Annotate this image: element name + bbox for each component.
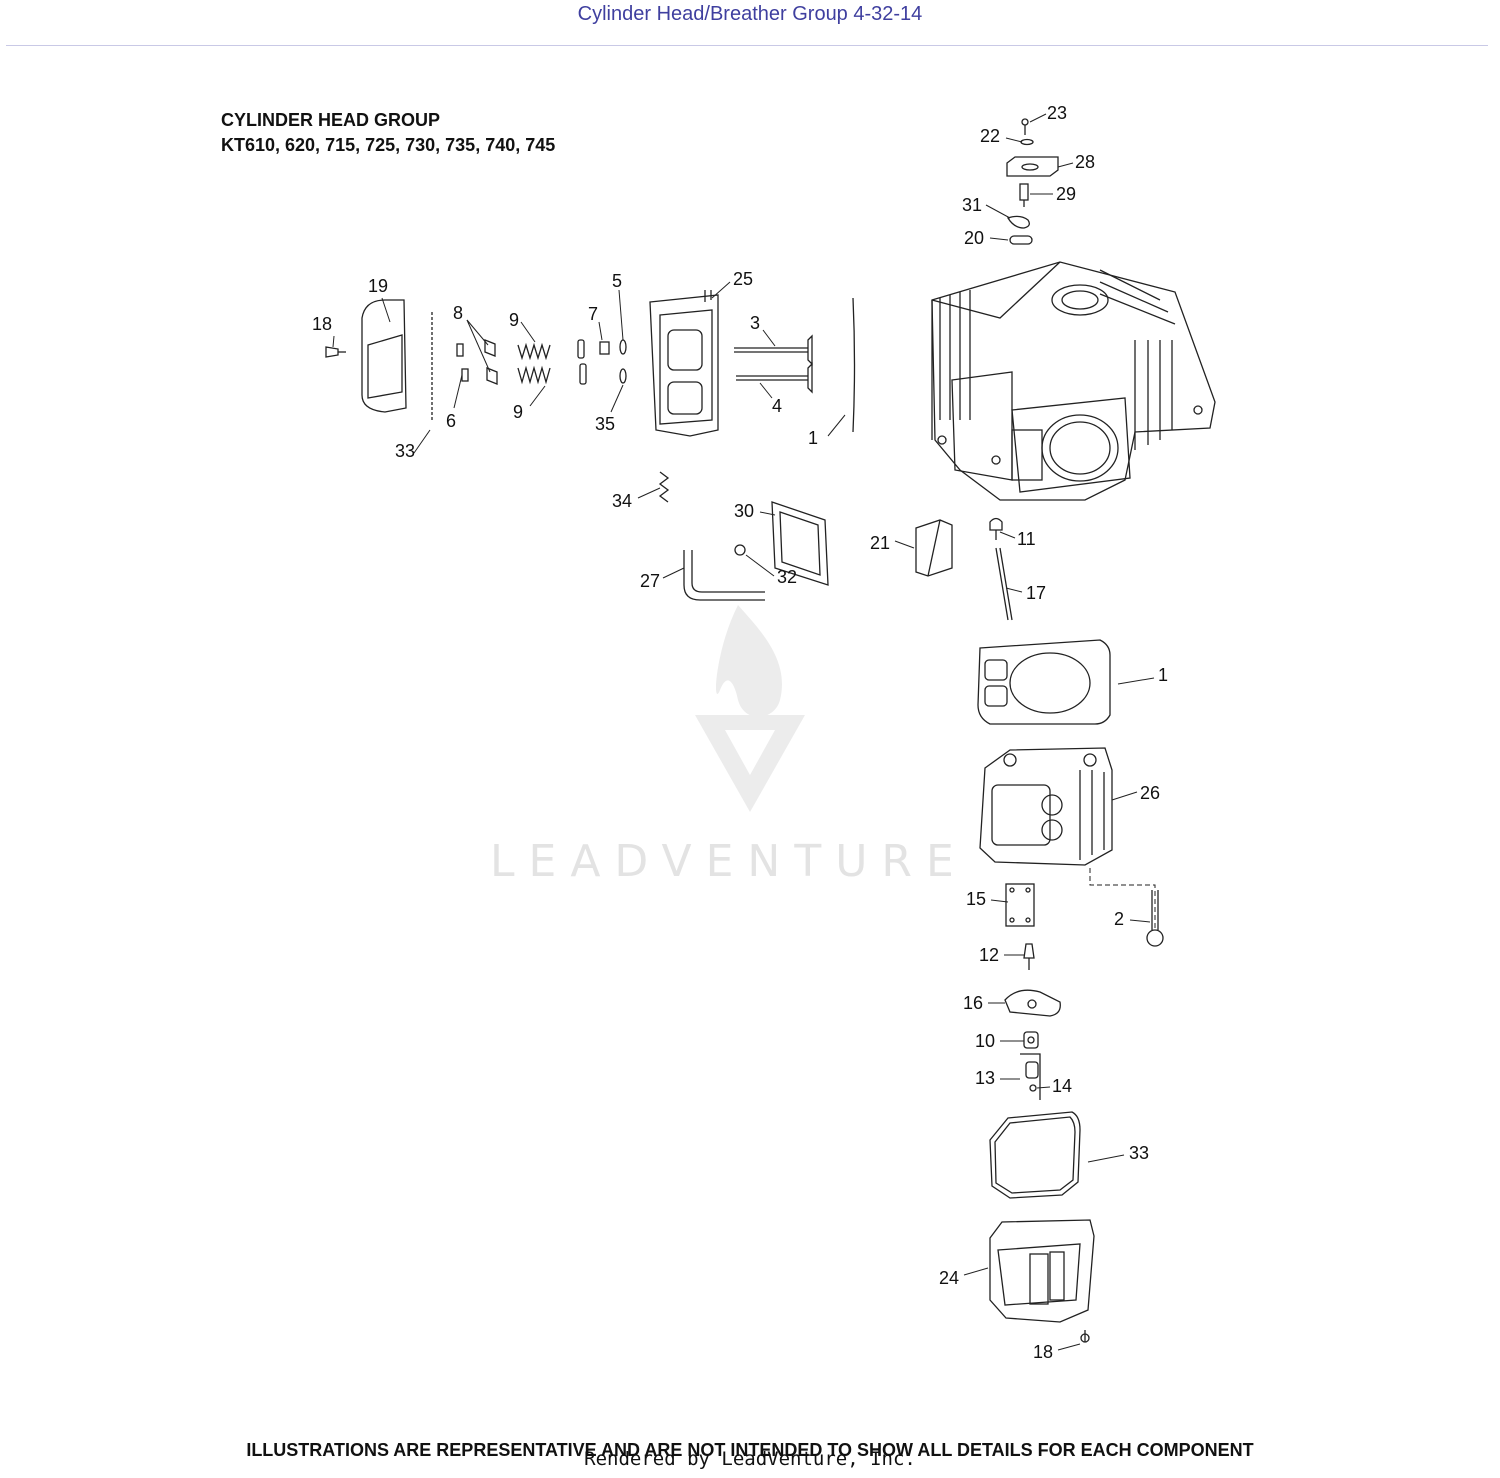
part-12-stud bbox=[1023, 943, 1035, 970]
callout-23: 23 bbox=[1047, 103, 1067, 123]
part-11-adjuster bbox=[989, 517, 1003, 540]
part-30-gasket bbox=[771, 501, 829, 586]
callout-6: 6 bbox=[446, 411, 456, 431]
callout-1: 1 bbox=[808, 428, 818, 448]
part-3-exhaust-valve bbox=[734, 334, 813, 366]
callout-10: 10 bbox=[975, 1031, 995, 1051]
callout-17: 17 bbox=[1026, 583, 1046, 603]
page-title: Cylinder Head/Breather Group 4-32-14 bbox=[577, 3, 923, 25]
part-19-valve-cover bbox=[361, 299, 407, 413]
part-25-cylinder-head bbox=[649, 290, 719, 437]
part-33-gasket bbox=[989, 1111, 1081, 1199]
part-1-head-gasket-side bbox=[852, 297, 856, 433]
part-28-plate bbox=[1006, 156, 1059, 177]
watermark: LEADVENTURE bbox=[490, 605, 968, 887]
part-15-plate bbox=[1005, 883, 1035, 927]
rendered-by-credit: Rendered by LeadVenture, Inc. bbox=[584, 1448, 916, 1470]
part-29-stud bbox=[1019, 183, 1029, 207]
page-header: Cylinder Head/Breather Group 4-32-14 bbox=[0, 0, 1500, 46]
part-20-gasket bbox=[1009, 235, 1033, 245]
flame-logo-icon bbox=[715, 605, 782, 717]
callout-32: 32 bbox=[777, 567, 797, 587]
part-7-seals bbox=[577, 339, 610, 385]
part-8-keepers bbox=[484, 339, 498, 385]
callout-7: 7 bbox=[588, 304, 598, 324]
callout-24: 24 bbox=[939, 1268, 959, 1288]
part-18-screw-lower bbox=[1080, 1330, 1090, 1343]
part-10-pivot bbox=[1023, 1031, 1039, 1049]
callout-3: 3 bbox=[750, 313, 760, 333]
callout-28: 28 bbox=[1075, 152, 1095, 172]
callout-14: 14 bbox=[1052, 1076, 1072, 1096]
part-31-reed bbox=[1007, 215, 1030, 229]
leader-lines bbox=[332, 113, 1155, 1351]
callout-29: 29 bbox=[1056, 184, 1076, 204]
part-26-cylinder-head bbox=[979, 747, 1113, 866]
part-23-screw bbox=[1021, 118, 1029, 135]
part-1-head-gasket bbox=[977, 639, 1111, 725]
callout-18: 18 bbox=[1033, 1342, 1053, 1362]
callout-1: 1 bbox=[1158, 665, 1168, 685]
callout-8: 8 bbox=[453, 303, 463, 323]
part-34-spring bbox=[658, 471, 670, 503]
part-9-springs bbox=[517, 342, 551, 385]
callout-30: 30 bbox=[734, 501, 754, 521]
callout-31: 31 bbox=[962, 195, 982, 215]
v-logo-icon bbox=[695, 715, 805, 812]
diagram-models: KT610, 620, 715, 725, 730, 735, 740, 745 bbox=[221, 135, 555, 155]
callout-33: 33 bbox=[395, 441, 415, 461]
part-2-head-bolt bbox=[1089, 868, 1164, 947]
callout-5: 5 bbox=[612, 271, 622, 291]
callout-9: 9 bbox=[513, 402, 523, 422]
part-4-intake-valve bbox=[736, 362, 813, 394]
part-5-valve-seat bbox=[619, 339, 627, 355]
callout-12: 12 bbox=[979, 945, 999, 965]
callout-21: 21 bbox=[870, 533, 890, 553]
part-6-retainers bbox=[456, 343, 469, 382]
part-22-washer bbox=[1020, 138, 1034, 146]
callout-16: 16 bbox=[963, 993, 983, 1013]
callout-35: 35 bbox=[595, 414, 615, 434]
part-18-screw bbox=[325, 346, 346, 358]
callout-13: 13 bbox=[975, 1068, 995, 1088]
callout-27: 27 bbox=[640, 571, 660, 591]
part-13-guide bbox=[1020, 1053, 1041, 1100]
callout-22: 22 bbox=[980, 126, 1000, 146]
part-27-breather-hose bbox=[683, 550, 765, 601]
part-17-push-rod bbox=[995, 547, 1013, 621]
callout-2: 2 bbox=[1114, 909, 1124, 929]
callout-20: 20 bbox=[964, 228, 984, 248]
callout-25: 25 bbox=[733, 269, 753, 289]
callout-19: 19 bbox=[368, 276, 388, 296]
part-21-filter bbox=[915, 519, 953, 577]
part-35-valve-seat bbox=[619, 368, 627, 384]
callout-4: 4 bbox=[772, 396, 782, 416]
part-32-fitting bbox=[734, 544, 746, 556]
part-14-nut bbox=[1029, 1084, 1037, 1092]
callout-11: 11 bbox=[1017, 529, 1036, 549]
callout-26: 26 bbox=[1140, 783, 1160, 803]
callout-33: 33 bbox=[1129, 1143, 1149, 1163]
callout-34: 34 bbox=[612, 491, 632, 511]
watermark-text: LEADVENTURE bbox=[490, 836, 968, 887]
part-16-rocker-arm bbox=[1004, 989, 1061, 1017]
part-crankcase-block bbox=[931, 261, 1216, 501]
diagram-title: CYLINDER HEAD GROUP bbox=[221, 110, 440, 130]
callout-9: 9 bbox=[509, 310, 519, 330]
header-divider bbox=[6, 45, 1488, 46]
part-24-valve-cover bbox=[989, 1219, 1095, 1323]
callout-15: 15 bbox=[966, 889, 986, 909]
callout-18: 18 bbox=[312, 314, 332, 334]
disclaimer-text: ILLUSTRATIONS ARE REPRESENTATIVE AND ARE… bbox=[246, 1440, 1254, 1460]
callout-numbers: 23 22 28 29 31 20 19 18 8 9 7 5 25 3 4 1… bbox=[312, 103, 1168, 1362]
